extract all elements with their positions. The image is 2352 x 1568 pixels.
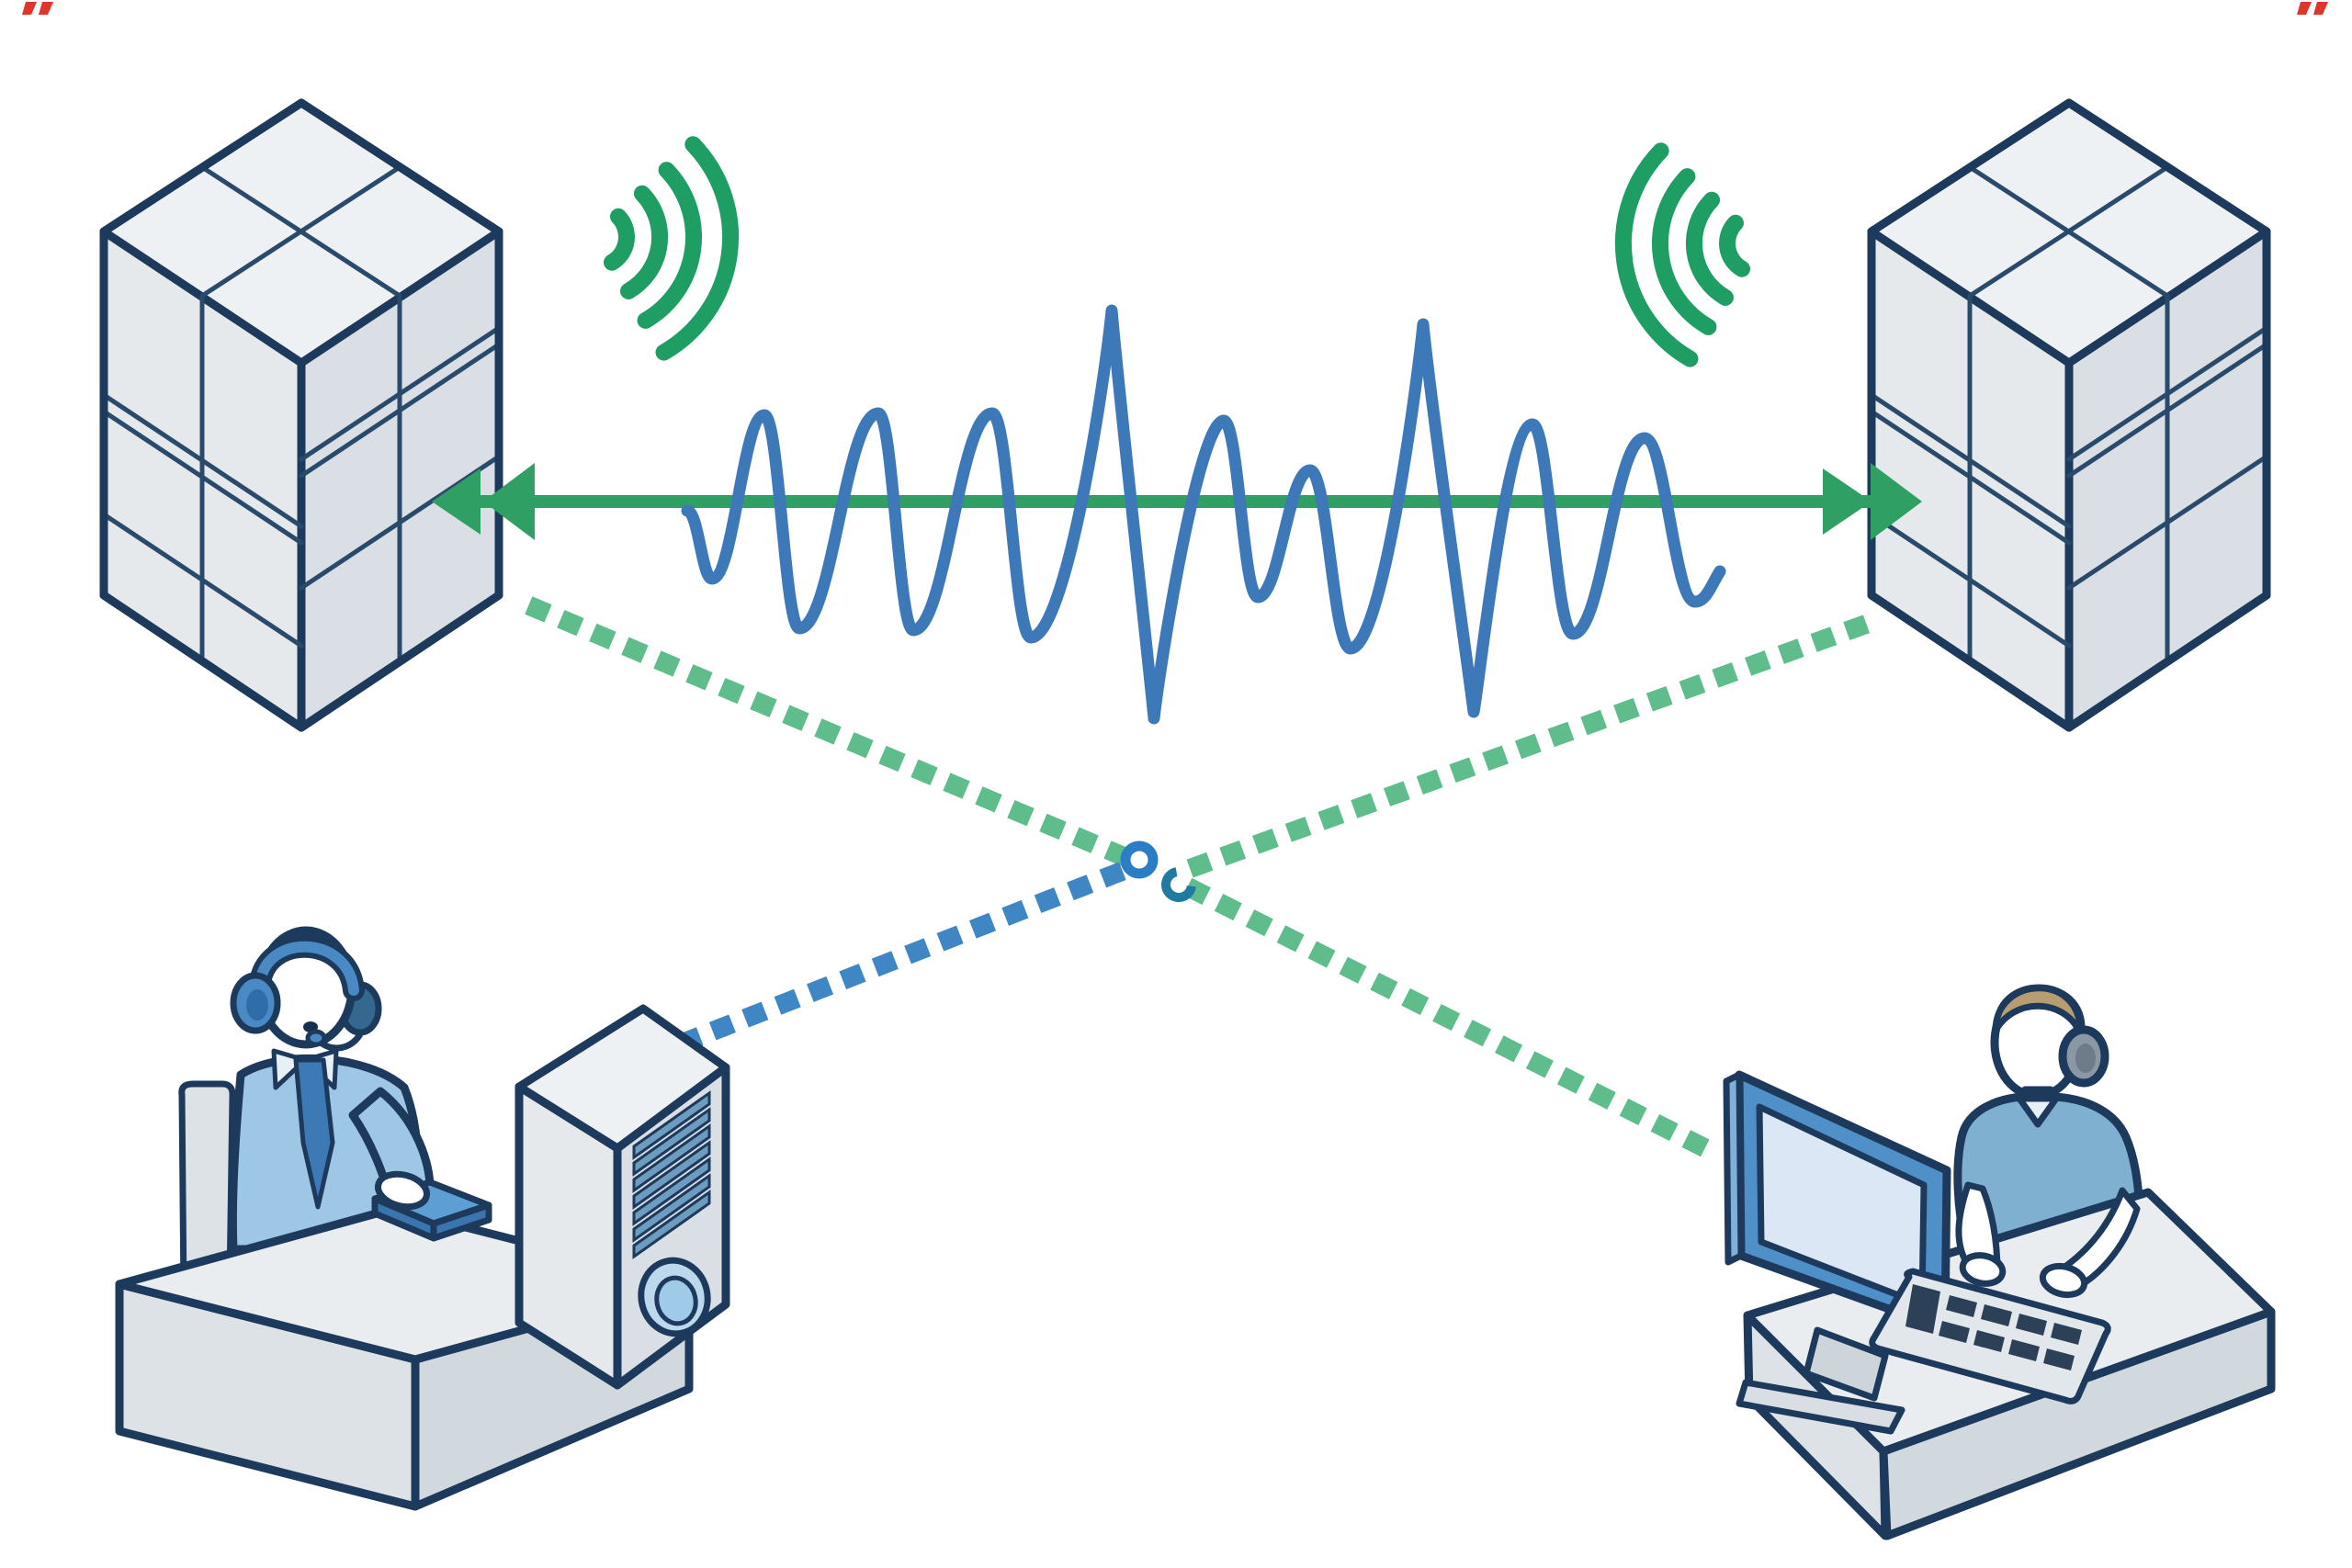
tower-speaker-inner <box>654 1275 698 1326</box>
chair <box>178 1080 236 1301</box>
tie <box>293 1057 335 1210</box>
agent-right-hand-right <box>2039 1262 2088 1299</box>
desktop-tower <box>514 1004 730 1390</box>
server-outline <box>1867 98 2271 732</box>
server-tower-left <box>99 98 503 732</box>
dotted-link-junction-to-agent-right <box>1182 877 1723 1164</box>
dotted-link-agent-left-to-junction <box>527 862 1126 1111</box>
dotted-links <box>525 596 1883 1164</box>
monitor-edge <box>1723 1071 1745 1266</box>
agent-left-scene <box>115 926 730 1511</box>
tower-vents <box>632 1090 711 1259</box>
keyboard-keys <box>1905 1284 2082 1371</box>
monitor-base <box>1736 1379 1905 1435</box>
agent-left-hand <box>374 1170 431 1211</box>
server-panel-seams <box>101 164 502 664</box>
junction-ring-icon <box>1120 840 1159 879</box>
junction <box>1120 840 1196 902</box>
arrowhead-left-outer <box>432 468 481 535</box>
agent-right-scene <box>1723 984 2276 1540</box>
tower-top-face <box>514 1004 730 1153</box>
signal-waves-left-icon <box>604 136 740 361</box>
corner-mark-left <box>22 2 53 15</box>
arrowhead-left-inner <box>483 463 535 540</box>
dotted-link-server-left-to-junction <box>525 596 1136 869</box>
corner-mark-right <box>2297 2 2328 15</box>
arrowhead-right-inner <box>1823 468 1871 535</box>
monitor-stand <box>1803 1326 1889 1402</box>
audio-waveform <box>681 304 1726 725</box>
phone-device-front <box>371 1195 492 1242</box>
dotted-link-junction-to-server-right <box>1186 610 1883 878</box>
headphone-ear-cup-inner <box>2075 1043 2096 1073</box>
headset-band <box>254 941 359 996</box>
server-panel-seams <box>1869 164 2269 664</box>
bidirectional-arrow <box>432 463 1922 540</box>
server-tower-right <box>1867 98 2271 732</box>
headset-mic <box>305 1029 327 1047</box>
arrowhead-right-outer <box>1871 463 1922 540</box>
headset-ear-cup-inner <box>246 989 268 1021</box>
junction-open-ring-icon <box>1161 867 1196 902</box>
collar-v <box>2016 1095 2060 1128</box>
agent-right-hand-left <box>1959 1252 2007 1287</box>
corner-marks <box>22 2 2328 15</box>
signal-waves-right-icon <box>1614 142 1750 367</box>
server-outline <box>99 98 503 732</box>
